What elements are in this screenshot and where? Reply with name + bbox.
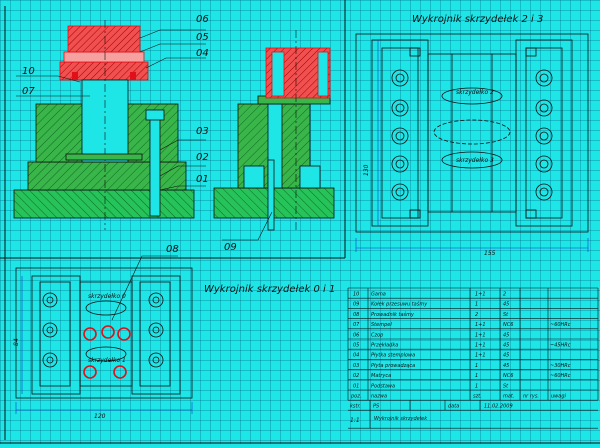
strip-layout-01 (15, 267, 193, 399)
table-cell-name: Płyta prowadząca (371, 363, 415, 369)
table-cell-mat: 45 (503, 302, 509, 308)
table-cell-mat: St (503, 312, 509, 318)
table-cell-qty: 1 (475, 383, 478, 389)
table-cell-mat: NC6 (503, 373, 513, 379)
callout-09: 09 (224, 242, 237, 253)
strip-23-label-a: skrzydełko 2 (456, 89, 494, 96)
strip-23-title: Wykrojnik skrzydełek 2 i 3 (412, 14, 543, 25)
table-cell-qty: 1+1 (475, 353, 486, 359)
callout-08: 08 (166, 244, 179, 255)
table-cell-qty: 1+1 (475, 322, 486, 328)
table-cell-mat: NC6 (503, 322, 513, 328)
screw (149, 111, 161, 217)
table-cell-note: ~60HRc (550, 373, 571, 379)
strip-01-label-b: skrzydełko 1 (88, 357, 126, 364)
table-cell-name: Gama (371, 292, 386, 298)
table-cell-mat: 45 (503, 332, 509, 338)
die-02 (27, 161, 187, 191)
callout-04: 04 (196, 48, 209, 59)
table-cell-poz: 10 (353, 292, 359, 298)
table-cell-name: Prowadnik taśmy (371, 311, 415, 318)
title-drawing-name: Wykrojnik skrzydełek (374, 416, 428, 422)
strip-01-label-a: skrzydełko 0 (88, 293, 126, 300)
table-cell-mat: St (503, 383, 509, 389)
table-cell-poz: 02 (353, 373, 359, 379)
table-cell-qty: 1 (475, 363, 478, 369)
title-kstr: kstr. (350, 404, 361, 410)
shank-06 (67, 25, 141, 53)
callout-06: 06 (196, 14, 209, 25)
strip-01-dims (15, 276, 193, 414)
table-cell-poz: 07 (353, 322, 360, 328)
title-date: 11.02.2009 (484, 404, 513, 410)
strip-23-label-b: skrzydełko 3 (456, 157, 494, 164)
table-header-qty: szt. (473, 394, 482, 400)
base-plate-01 (13, 189, 195, 219)
table-header-extra: uwagi (551, 394, 566, 400)
table-cell-name: Czop (371, 332, 383, 338)
title-data-label: data (448, 404, 459, 410)
callout-10: 10 (22, 66, 35, 77)
table-cell-poz: 03 (353, 363, 359, 369)
table-cell-mat: 45 (503, 363, 509, 369)
table-cell-poz: 05 (353, 343, 359, 349)
table-header-poz: poz. (350, 394, 361, 400)
table-cell-note: ~30HRc (550, 363, 571, 369)
table-header-name: nazwa (371, 394, 387, 400)
side-section-view (213, 30, 335, 232)
table-cell-mat: 45 (503, 353, 509, 359)
table-cell-qty: 1+1 (475, 332, 486, 338)
strip-01-height: 84 (13, 338, 20, 346)
table-cell-name: Kołek przesuwu taśmy (371, 301, 428, 308)
parts-table: 10 Gama 1+1 2 09 Kołek przesuwu taśmy 1 45 08 Pro… (347, 287, 599, 429)
callout-01: 01 (196, 174, 209, 185)
table-header-mat: mat. (503, 394, 514, 400)
table-cell-name: Płytka stemplowa (371, 353, 415, 359)
side-callouts (222, 211, 273, 241)
table-cell-poz: 08 (353, 312, 359, 318)
title-scale: 1:1 (350, 417, 360, 424)
strip-01-title: Wykrojnik skrzydełek 0 i 1 (204, 284, 335, 295)
front-section-view (13, 20, 195, 230)
table-cell-qty: 2 (475, 312, 478, 318)
front-callouts (16, 29, 206, 191)
table-cell-qty: 1+1 (475, 343, 486, 349)
table-cell-name: Stempel (371, 322, 392, 328)
callout-05: 05 (196, 32, 209, 43)
table-cell-mat: 2 (503, 292, 506, 298)
strip-23-dims (355, 40, 589, 252)
strip-23-width: 155 (484, 250, 496, 257)
table-cell-poz: 06 (353, 332, 359, 338)
table-cell-name: Matryca (371, 373, 391, 379)
table-cell-poz: 09 (353, 302, 359, 308)
table-cell-qty: 1 (475, 302, 478, 308)
strip-23-holes (391, 47, 553, 219)
table-cell-poz: 01 (353, 383, 359, 389)
title-ps: PS (373, 404, 380, 410)
callout-07: 07 (22, 86, 35, 97)
table-cell-name: Podstawa (371, 383, 395, 389)
table-cell-qty: 1+1 (475, 292, 486, 298)
callout-02: 02 (196, 152, 209, 163)
strip-01-callout (111, 255, 178, 321)
table-cell-note: ~45HRc (550, 343, 571, 349)
table-cell-qty: 1 (475, 373, 478, 379)
strip-01-holes (42, 292, 164, 368)
spacer-05 (63, 51, 145, 63)
strip-01-width: 120 (94, 413, 106, 420)
table-header-note: nr rys. (523, 394, 539, 400)
table-cell-name: Przekładka (371, 343, 398, 349)
table-cell-note: ~60HRc (550, 322, 571, 328)
strip-01-red-punches (83, 325, 131, 379)
table-cell-poz: 04 (353, 353, 359, 359)
table-cell-mat: 45 (503, 343, 509, 349)
strip-23-height: 130 (363, 164, 370, 176)
strip-layout-23 (355, 33, 589, 233)
callout-03: 03 (196, 126, 209, 137)
